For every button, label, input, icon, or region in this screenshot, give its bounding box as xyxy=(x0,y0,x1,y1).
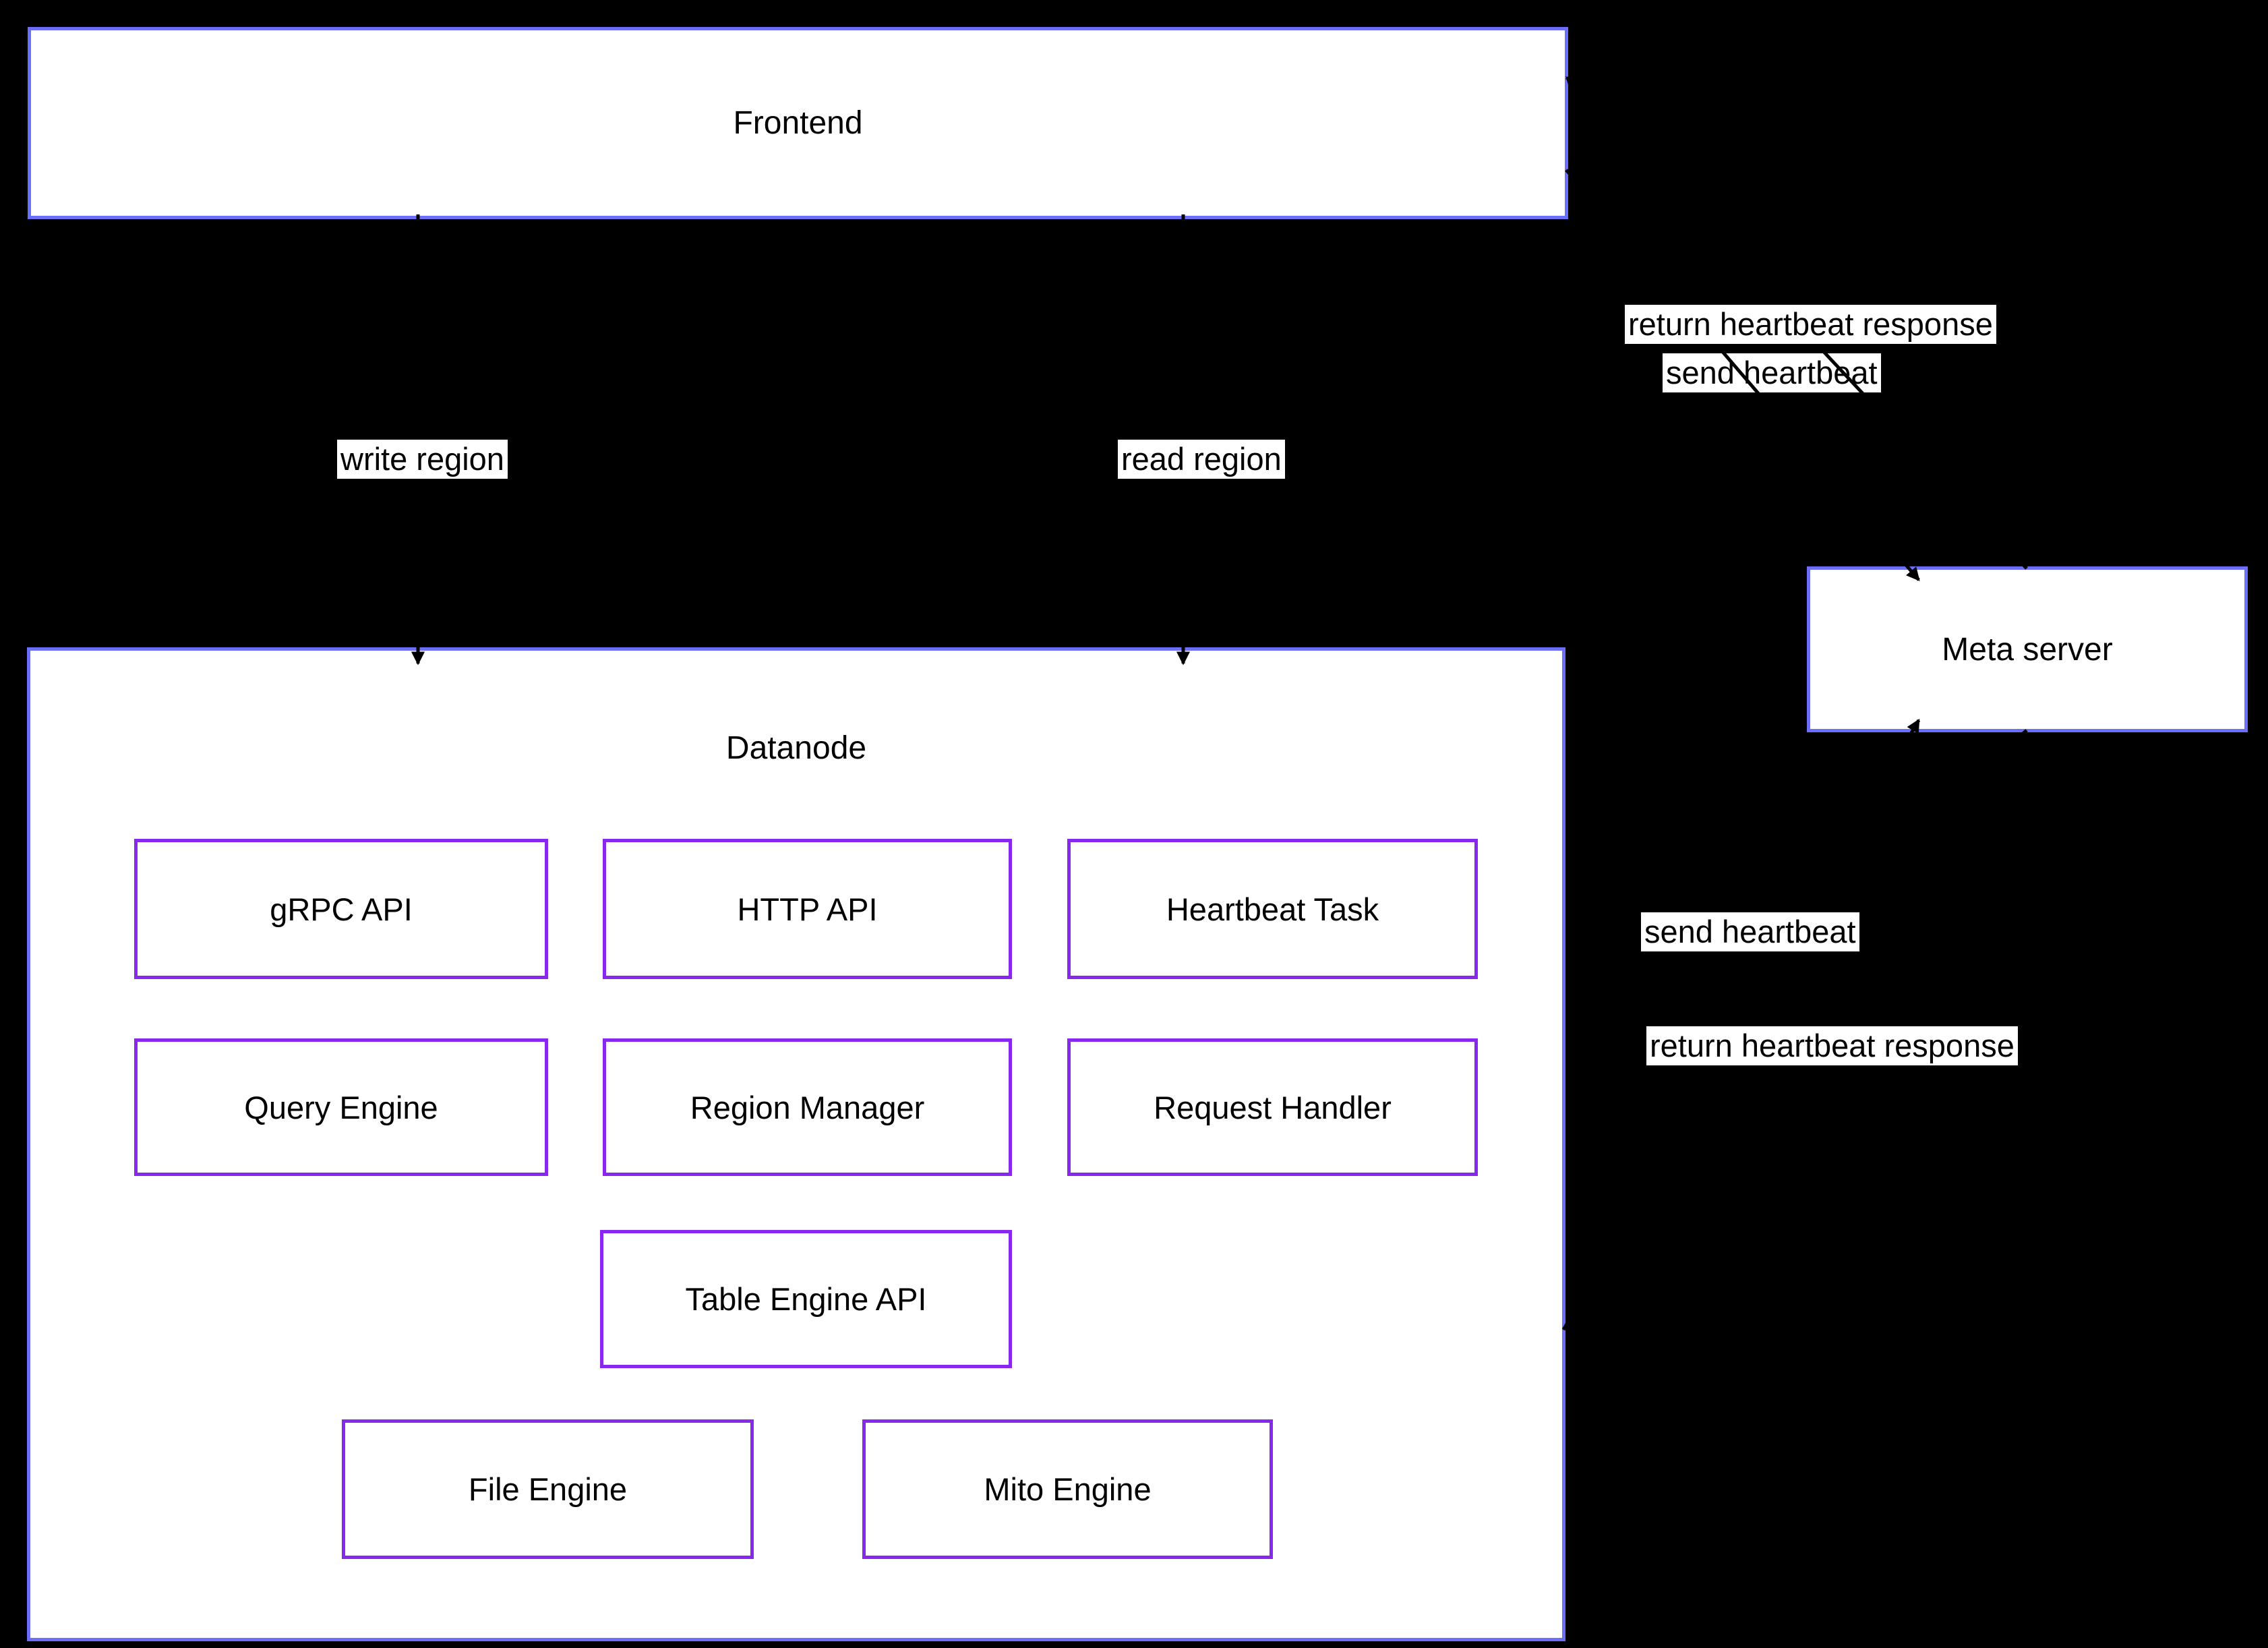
node-mito-engine: Mito Engine xyxy=(862,1419,1273,1559)
edge-label-read-region: read region xyxy=(1118,440,1285,479)
node-query-engine-label: Query Engine xyxy=(244,1089,438,1125)
node-meta-server: Meta server xyxy=(1807,566,2248,732)
node-table-engine-api-label: Table Engine API xyxy=(685,1281,927,1317)
arrow-send-heartbeat-datanode xyxy=(1561,718,1921,1331)
node-http-api-label: HTTP API xyxy=(737,891,878,927)
edge-label-write-region: write region xyxy=(337,440,508,479)
node-table-engine-api: Table Engine API xyxy=(600,1230,1012,1368)
node-frontend: Frontend xyxy=(28,27,1568,219)
edge-label-return-heartbeat-datanode: return heartbeat response xyxy=(1646,1026,2018,1065)
node-region-manager: Region Manager xyxy=(603,1038,1012,1176)
node-grpc-api: gRPC API xyxy=(134,839,548,979)
node-request-handler: Request Handler xyxy=(1067,1038,1478,1176)
node-request-handler-label: Request Handler xyxy=(1154,1089,1392,1125)
node-file-engine-label: File Engine xyxy=(468,1471,628,1507)
edge-label-send-heartbeat-datanode: send heartbeat xyxy=(1641,912,1859,951)
node-region-manager-label: Region Manager xyxy=(690,1089,925,1125)
node-mito-engine-label: Mito Engine xyxy=(984,1471,1152,1507)
node-heartbeat-task: Heartbeat Task xyxy=(1067,839,1478,979)
node-meta-server-label: Meta server xyxy=(1942,631,2113,668)
node-file-engine: File Engine xyxy=(342,1419,754,1559)
node-heartbeat-task-label: Heartbeat Task xyxy=(1166,891,1379,927)
node-query-engine: Query Engine xyxy=(134,1038,548,1176)
node-frontend-label: Frontend xyxy=(733,105,863,141)
edge-label-return-heartbeat-frontend: return heartbeat response xyxy=(1625,305,1996,344)
node-datanode-label: Datanode xyxy=(725,730,867,766)
node-http-api: HTTP API xyxy=(603,839,1012,979)
edge-label-send-heartbeat-frontend: send heartbeat xyxy=(1663,353,1881,392)
node-grpc-api-label: gRPC API xyxy=(270,891,413,927)
